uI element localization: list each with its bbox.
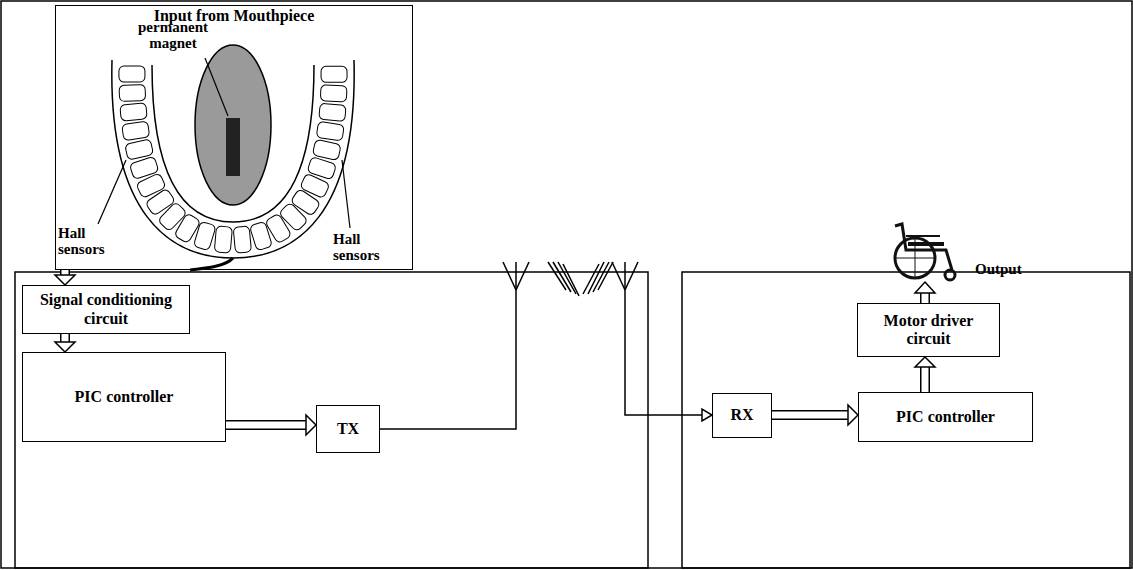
signal-arrow xyxy=(915,357,935,392)
box-label: Motor driver circuit xyxy=(864,312,993,349)
box-label: TX xyxy=(337,420,359,438)
receiver-box: RX xyxy=(712,393,772,438)
box-label: PIC controller xyxy=(75,388,174,406)
wheelchair xyxy=(895,224,955,280)
cable xyxy=(190,258,233,270)
controller-box: PIC controller xyxy=(22,352,226,442)
wireless-waves xyxy=(548,262,613,296)
transmitter-panel xyxy=(15,272,648,568)
tongue xyxy=(195,45,271,205)
permanent-magnet xyxy=(226,118,240,176)
process-box: Signal conditioning circuit xyxy=(22,285,190,334)
transmitter-box: TX xyxy=(316,405,380,453)
box-label: RX xyxy=(730,406,753,424)
box-label: PIC controller xyxy=(896,408,995,426)
driver-box: Motor driver circuit xyxy=(857,303,1000,357)
sensor-label: Hall sensors xyxy=(333,232,403,264)
output-arrow xyxy=(915,282,935,304)
part-label: permanent magnet xyxy=(128,20,218,52)
controller-box: PIC controller xyxy=(858,392,1033,442)
sensor-label: Hall sensors xyxy=(58,226,120,258)
output-label: Output xyxy=(975,262,1055,278)
receiver-panel xyxy=(682,272,1130,568)
input-box: Input from Mouthpiece xyxy=(55,5,413,270)
signal-arrow xyxy=(226,415,316,435)
signal-arrow xyxy=(55,334,75,352)
antenna-left xyxy=(503,262,529,290)
signal-arrow xyxy=(55,270,75,285)
antenna-right xyxy=(612,262,638,290)
mouthpiece-drawing xyxy=(98,45,354,270)
box-label: Signal conditioning circuit xyxy=(29,291,183,328)
signal-arrow xyxy=(772,405,858,425)
signal-arrow xyxy=(380,290,712,429)
